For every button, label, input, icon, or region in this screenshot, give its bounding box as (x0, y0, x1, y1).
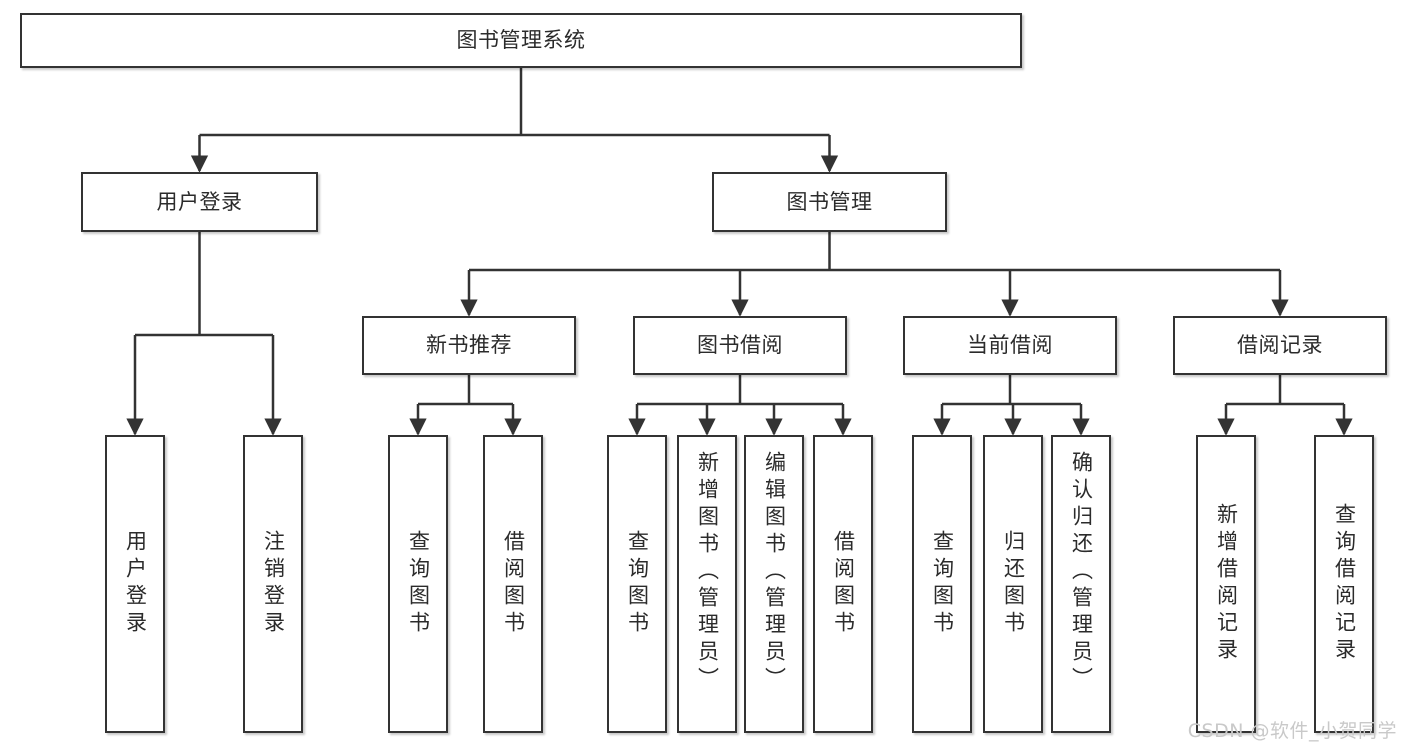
node-leaf-user-login[interactable]: 用户登录 (105, 435, 165, 733)
node-label: 用户登录 (156, 189, 243, 214)
node-label: 借阅图书 (831, 530, 856, 638)
node-leaf-confirm-return[interactable]: 确认归还（管理员） (1051, 435, 1111, 733)
connector-layer (126, 68, 1353, 436)
node-current-borrow[interactable]: 当前借阅 (903, 316, 1117, 375)
node-label: 查询图书 (930, 530, 955, 638)
node-label: 新增借阅记录 (1214, 503, 1239, 665)
node-label: 图书管理系统 (456, 28, 586, 53)
node-leaf-query-book-2[interactable]: 查询图书 (607, 435, 667, 733)
node-label: 归还图书 (1001, 530, 1026, 638)
node-label: 图书管理 (786, 189, 873, 214)
node-label: 新书推荐 (426, 333, 512, 358)
node-leaf-borrow-book-2[interactable]: 借阅图书 (813, 435, 873, 733)
node-label: 查询借阅记录 (1332, 503, 1357, 665)
node-label: 编辑图书（管理员） (762, 451, 787, 694)
node-leaf-query-book-3[interactable]: 查询图书 (912, 435, 972, 733)
node-label: 查询图书 (406, 530, 431, 638)
node-leaf-query-book-1[interactable]: 查询图书 (388, 435, 448, 733)
node-label: 当前借阅 (967, 333, 1053, 358)
node-leaf-add-book[interactable]: 新增图书（管理员） (677, 435, 737, 733)
node-book-borrow[interactable]: 图书借阅 (633, 316, 847, 375)
node-label: 确认归还（管理员） (1069, 451, 1094, 694)
node-label: 注销登录 (261, 530, 286, 638)
node-root[interactable]: 图书管理系统 (20, 13, 1022, 68)
node-label: 借阅图书 (501, 530, 526, 638)
node-new-book-recommend[interactable]: 新书推荐 (362, 316, 576, 375)
node-book-manage[interactable]: 图书管理 (712, 172, 947, 232)
node-leaf-add-record[interactable]: 新增借阅记录 (1196, 435, 1256, 733)
node-leaf-return-book[interactable]: 归还图书 (983, 435, 1043, 733)
node-label: 图书借阅 (697, 333, 783, 358)
node-user-login[interactable]: 用户登录 (81, 172, 318, 232)
node-label: 用户登录 (123, 530, 148, 638)
node-label: 新增图书（管理员） (695, 451, 720, 694)
node-label: 查询图书 (625, 530, 650, 638)
node-borrow-record[interactable]: 借阅记录 (1173, 316, 1387, 375)
node-label: 借阅记录 (1237, 333, 1323, 358)
node-leaf-edit-book[interactable]: 编辑图书（管理员） (744, 435, 804, 733)
node-leaf-query-record[interactable]: 查询借阅记录 (1314, 435, 1374, 733)
node-leaf-borrow-book-1[interactable]: 借阅图书 (483, 435, 543, 733)
node-leaf-logout[interactable]: 注销登录 (243, 435, 303, 733)
